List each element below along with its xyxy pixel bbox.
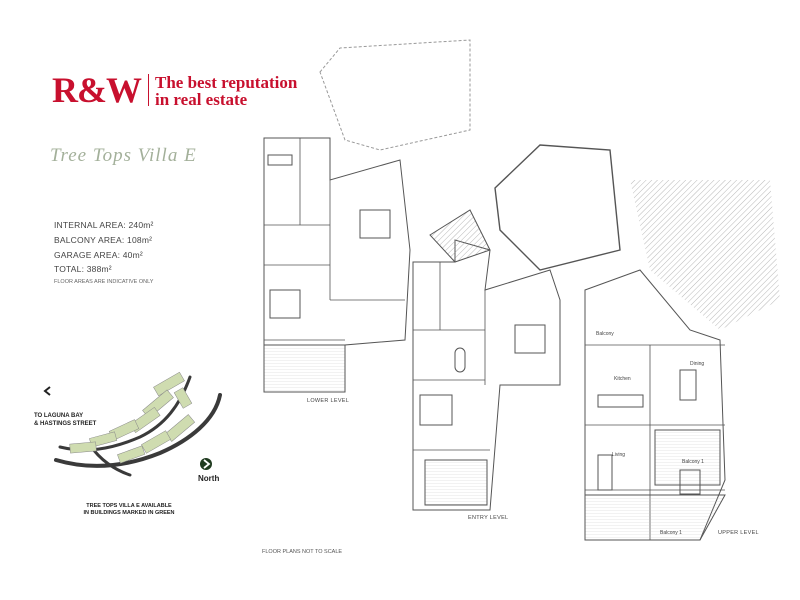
entry-level-label: ENTRY LEVEL (468, 515, 509, 521)
north-arrow-icon (200, 458, 212, 470)
entry-bed-lower (419, 394, 453, 426)
balcony-area: BALCONY AREA: 108m² (54, 235, 153, 245)
brand-tagline-line2: in real estate (155, 90, 248, 109)
lower-upper-void (319, 39, 471, 151)
garage-area: GARAGE AREA: 40m² (54, 250, 143, 260)
road-outer (54, 393, 222, 468)
building-blocks (69, 371, 196, 464)
entry-deck (424, 459, 488, 506)
entry-stair (429, 209, 491, 263)
building (173, 387, 193, 409)
direction-label: TO LAGUNA BAY & HASTINGS STREET (34, 412, 96, 428)
logo-divider (148, 74, 149, 106)
north-label: North (198, 474, 220, 483)
direction-label-line1: TO LAGUNA BAY (34, 413, 84, 419)
lower-bed-upper (359, 209, 391, 239)
lower-level-label: LOWER LEVEL (307, 398, 350, 404)
internal-area: INTERNAL AREA: 240m² (54, 220, 154, 230)
room-label-living: Living (612, 452, 625, 458)
chevron-left-icon (43, 386, 53, 396)
upper-kitchen-island (597, 394, 644, 408)
map-caption: TREE TOPS VILLA E AVAILABLE IN BUILDINGS… (74, 503, 184, 517)
entry-level-plan (412, 144, 621, 511)
room-label-balcony-1: Balcony 1 (682, 459, 704, 465)
direction-label-line2: & HASTINGS STREET (34, 421, 97, 427)
building (153, 371, 185, 397)
upper-level-label: UPPER LEVEL (718, 530, 759, 536)
floor-area-note: FLOOR AREAS ARE INDICATIVE ONLY (54, 279, 154, 285)
room-label-dining: Dining (690, 361, 704, 367)
building (117, 445, 146, 464)
room-labels: Kitchen Living Dining Balcony 1 Balcony … (596, 331, 704, 536)
upper-level-walls (585, 344, 725, 540)
building (69, 441, 97, 454)
room-label-front-balcony: Balcony 1 (660, 530, 682, 536)
upper-balcony-1 (654, 429, 721, 486)
brand-logo: R&W (52, 70, 142, 110)
upper-level-plan (584, 180, 780, 541)
lower-bed-lower (269, 289, 301, 319)
upper-roof-hatch (630, 180, 780, 330)
entry-bath (454, 347, 466, 373)
scale-note: FLOOR PLANS NOT TO SCALE (262, 549, 343, 555)
lower-bath (267, 154, 293, 166)
lower-balcony (263, 344, 346, 393)
entry-level-walls (413, 262, 490, 451)
upper-dining-table (679, 369, 697, 401)
building (141, 430, 171, 454)
entry-bed-upper (514, 324, 546, 354)
brand-tagline-line1: The best reputation (155, 73, 298, 92)
entry-garage (494, 144, 621, 271)
site-map (43, 371, 222, 477)
room-label-balcony: Balcony (596, 331, 614, 337)
upper-front-balcony (584, 494, 726, 541)
total-area: TOTAL: 388m² (54, 264, 112, 274)
lower-level-plan (263, 39, 471, 393)
lower-level-walls (264, 138, 405, 341)
map-caption-line2: IN BUILDINGS MARKED IN GREEN (83, 510, 175, 516)
room-label-kitchen: Kitchen (614, 376, 631, 382)
map-caption-line1: TREE TOPS VILLA E AVAILABLE (86, 503, 172, 509)
upper-outdoor-table (679, 469, 701, 495)
upper-living-sofa (597, 454, 613, 491)
property-title: Tree Tops Villa E (50, 145, 197, 166)
